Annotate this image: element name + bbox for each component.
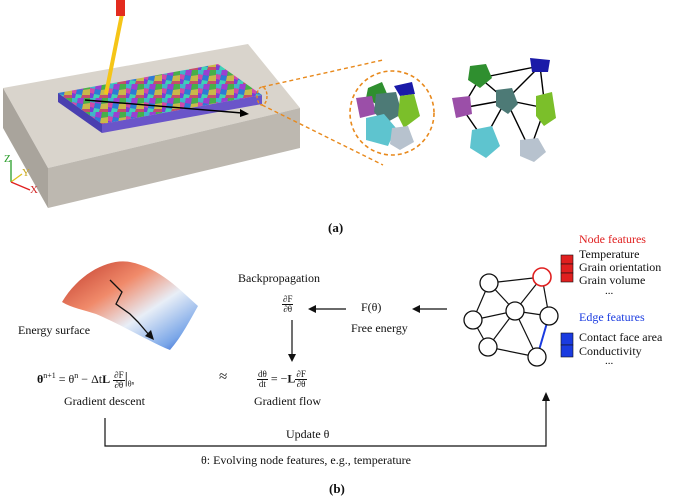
gradient-descent-label: Gradient descent [64, 394, 145, 408]
laser-head [116, 0, 125, 16]
dF-dtheta: ∂F∂θ [282, 294, 294, 314]
flow-eq: = − [267, 371, 288, 386]
backpropagation-label: Backpropagation [238, 271, 320, 285]
axis-z-label: Z [4, 153, 11, 165]
gradient-flow-label: Gradient flow [254, 394, 321, 408]
node-feature-item: Temperature [579, 247, 640, 261]
edge-feature-bars [560, 332, 574, 358]
flow-frac-num: ∂F [295, 369, 307, 380]
scan-arrowhead [240, 109, 249, 117]
eq-mid: = θ [55, 372, 75, 386]
eq-sup2: n [74, 371, 79, 380]
feature-graph [463, 267, 559, 367]
gradient-descent-equation: θn+1 = θn − ΔtL ∂F∂θ|θⁿ [37, 369, 135, 390]
flow-L: L [287, 371, 296, 386]
edge-feature-item: Contact face area [579, 330, 663, 344]
powder-layer [58, 64, 262, 133]
flow-den: dt [258, 379, 266, 389]
graph-grains [452, 58, 556, 162]
axis-y-label: Y [22, 167, 30, 179]
axes-triad [10, 160, 31, 191]
free-energy-symbol: F(θ) [361, 300, 382, 314]
axis-x-label: X [30, 184, 38, 196]
eq-theta: θ [37, 372, 44, 386]
caption-a: (a) [328, 220, 344, 235]
dF-numerator: ∂F [282, 294, 294, 305]
node-feature-item: Grain orientation [579, 260, 662, 274]
eq-rest: − Δt [78, 372, 103, 386]
scan-arrow [84, 99, 243, 114]
dF-denominator: ∂θ [283, 304, 293, 314]
node-features-title: Node features [579, 232, 646, 246]
caption-b: (b) [329, 481, 345, 496]
node-feature-item: ... [605, 285, 614, 297]
panel-b-arrows [104, 305, 550, 447]
bottom-note: θ: Evolving node features, e.g., tempera… [201, 453, 412, 467]
flow-frac-den: ∂θ [296, 379, 306, 389]
eq-eval: θⁿ [127, 379, 135, 389]
eq-L: L [102, 372, 111, 386]
substrate [3, 44, 300, 208]
update-label: Update θ [286, 427, 330, 441]
eq-frac-num: ∂F [113, 369, 125, 381]
eq-sup: n+1 [43, 371, 56, 380]
edge-feature-item: ... [605, 355, 614, 367]
energy-surface [62, 261, 198, 350]
flow-num: dθ [257, 369, 268, 380]
eq-frac-den: ∂θ [114, 379, 124, 390]
edge-features-title: Edge features [579, 310, 645, 324]
approx-symbol: ≈ [219, 369, 228, 385]
free-energy-label: Free energy [351, 321, 408, 335]
zoom-callout [256, 59, 435, 166]
node-feature-bars [560, 254, 574, 283]
edge-feature-item: Conductivity [579, 344, 642, 358]
laser-beam [104, 13, 124, 95]
energy-surface-label: Energy surface [18, 323, 91, 337]
zoomed-grains [356, 82, 420, 150]
node-feature-item: Grain volume [579, 273, 646, 287]
